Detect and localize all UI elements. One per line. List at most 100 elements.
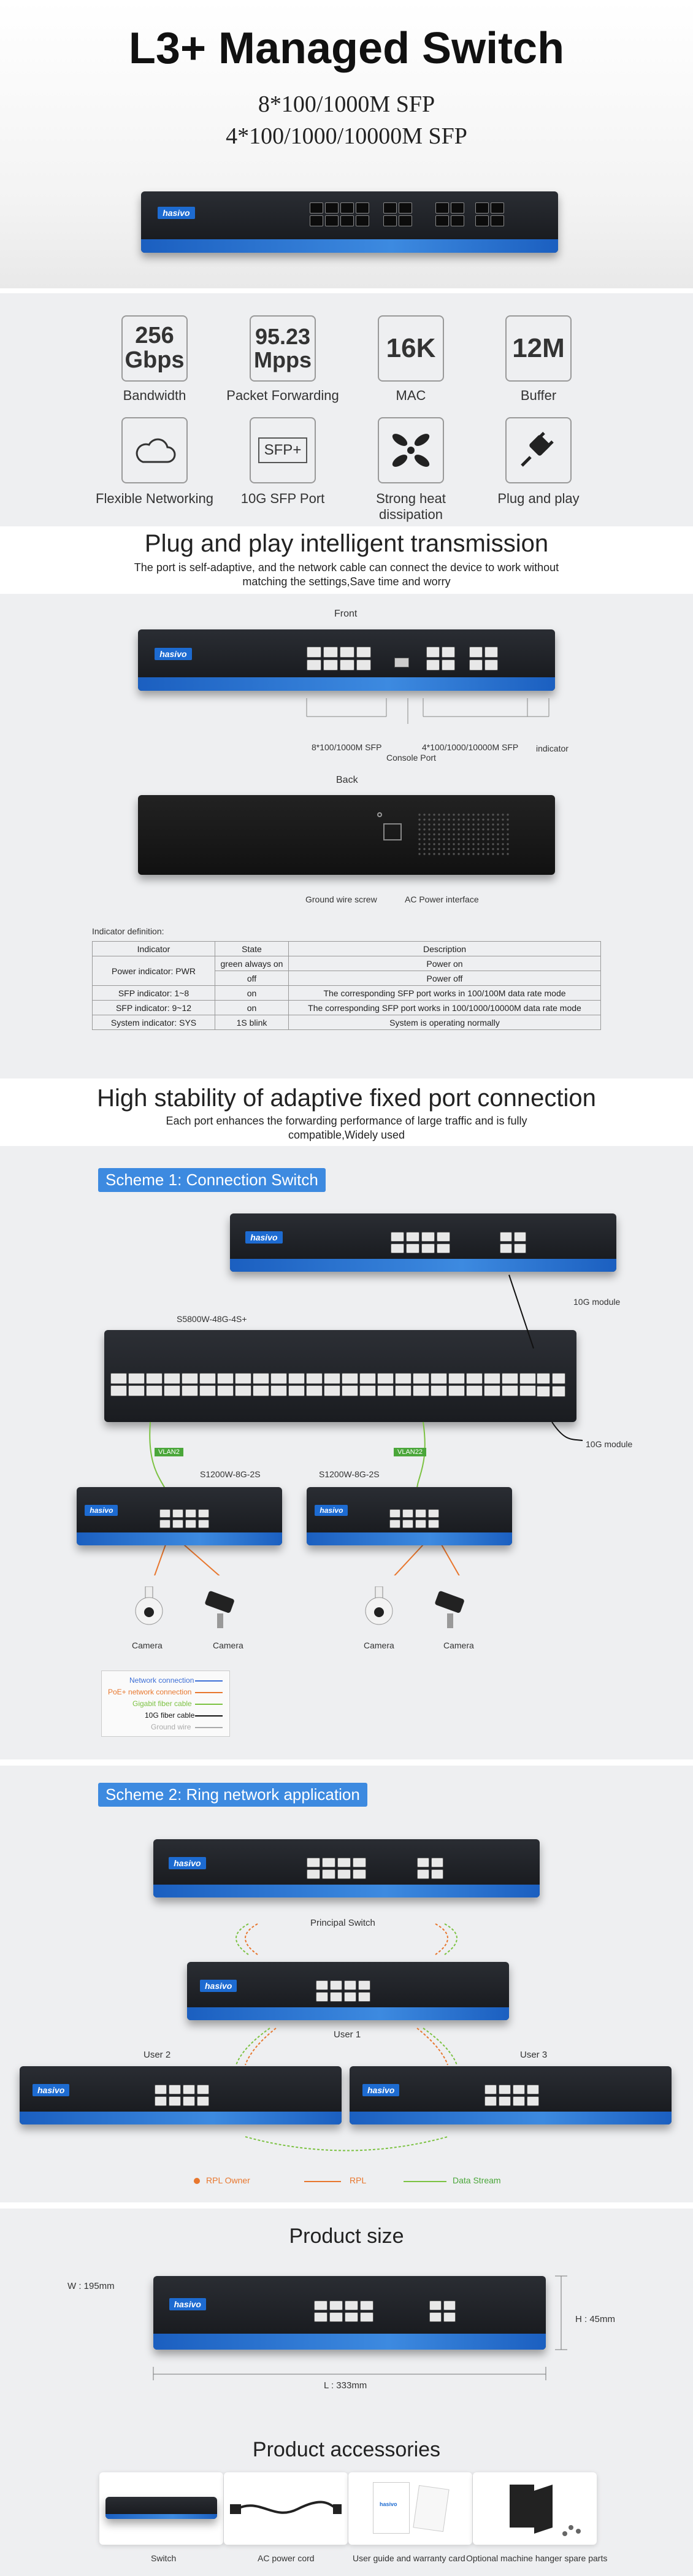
brand-logo: hasivo xyxy=(85,1504,118,1516)
section-title: High stability of adaptive fixed port co… xyxy=(97,1085,596,1112)
scheme1-label: Scheme 1: Connection Switch xyxy=(98,1168,326,1192)
legend-item: Gigabit fiber cable xyxy=(132,1699,192,1708)
table-header: Description xyxy=(288,941,601,956)
switch-core xyxy=(104,1330,576,1422)
table-header: Indicator xyxy=(92,941,215,956)
accessory-card xyxy=(99,2472,223,2545)
hero-line1: 8*100/1000M SFP xyxy=(258,91,435,117)
switch-size-image: hasivo xyxy=(153,2276,546,2350)
switch-user3: hasivo xyxy=(350,2066,672,2124)
switch-back-image xyxy=(138,795,555,875)
stability-title-section: High stability of adaptive fixed port co… xyxy=(0,1078,693,1146)
section-title: Plug and play intelligent transmission xyxy=(144,530,549,557)
camera-label: Camera xyxy=(132,1640,163,1650)
scheme2-label: Scheme 2: Ring network application xyxy=(98,1783,367,1807)
guide-icon: hasivo xyxy=(373,2482,410,2534)
accessory-card: hasivo xyxy=(348,2472,472,2545)
section-desc: The port is self-adaptive, and the netwo… xyxy=(134,561,559,588)
indicator-label: indicator xyxy=(536,744,569,753)
stat-buffer: 12M xyxy=(505,315,572,382)
switch-top: hasivo xyxy=(230,1213,616,1272)
bullet-camera-icon xyxy=(435,1591,464,1628)
legend-box: Network connection PoE+ network connecti… xyxy=(101,1671,230,1737)
scheme2-section: Scheme 2: Ring network application hasiv… xyxy=(0,1766,693,2202)
stat-label: Buffer xyxy=(520,388,557,403)
dome-camera-icon xyxy=(365,1586,393,1625)
legend-data-stream: Data Stream xyxy=(453,2175,501,2185)
height-label: H : 45mm xyxy=(575,2314,616,2324)
plug-title-section: Plug and play intelligent transmission T… xyxy=(0,526,693,594)
camera-label: Camera xyxy=(213,1640,243,1650)
ring-links xyxy=(235,1923,458,2151)
accessory-card xyxy=(224,2472,348,2545)
module-label: 10G module xyxy=(586,1439,633,1449)
stat-mac: 16K xyxy=(378,315,444,382)
dome-camera-icon xyxy=(135,1586,163,1625)
sfp8-label: 8*100/1000M SFP xyxy=(312,742,382,752)
section-title: Product size xyxy=(289,2224,404,2248)
legend-rpl-owner: RPL Owner xyxy=(206,2175,250,2185)
hero-title: L3+ Managed Switch xyxy=(128,24,565,73)
power-cord-icon xyxy=(230,2501,342,2514)
stat-label: Packet Forwarding xyxy=(226,388,339,403)
brand-logo: hasivo xyxy=(200,1979,237,1992)
size-section: Product size W : 195mm H : 45mm hasivo L… xyxy=(0,2209,693,2411)
scheme1-links xyxy=(149,1274,583,1575)
section-desc: Each port enhances the forwarding perfor… xyxy=(166,1115,527,1142)
hero-section: L3+ Managed Switch 8*100/1000M SFP 4*100… xyxy=(0,0,693,288)
switch-access-2: hasivo xyxy=(307,1487,512,1545)
legend-item: 10G fiber cable xyxy=(145,1711,195,1720)
table-header: State xyxy=(215,941,289,956)
sfp-icon: SFP+ xyxy=(250,417,316,483)
camera-label: Camera xyxy=(364,1640,394,1650)
switch-label: S1200W-8G-2S xyxy=(319,1469,380,1479)
brand-logo: hasivo xyxy=(245,1231,283,1244)
cloud-icon xyxy=(121,417,188,483)
accessory-label: Optional machine hanger spare parts xyxy=(466,2553,608,2563)
sfp4-label: 4*100/1000/10000M SFP xyxy=(422,742,519,752)
dimension-lines xyxy=(153,2275,567,2380)
brand-logo: hasivo xyxy=(158,207,195,219)
stat-bandwidth: 256 Gbps xyxy=(121,315,188,382)
hero-line2: 4*100/1000/10000M SFP xyxy=(226,123,467,149)
scheme1-section: Scheme 1: Connection Switch hasivo 10G m… xyxy=(0,1146,693,1759)
user-label: User 3 xyxy=(520,2050,548,2060)
feature-label: Strong heat dissipation xyxy=(376,491,446,522)
accessories-section: Product accessories hasivo Switch AC pow… xyxy=(0,2411,693,2576)
accessory-card xyxy=(473,2472,597,2545)
brand-logo: hasivo xyxy=(33,2083,70,2096)
ground-label: Ground wire screw xyxy=(305,894,377,904)
feature-label: Flexible Networking xyxy=(96,491,213,506)
length-label: L : 333mm xyxy=(324,2380,367,2391)
indicator-caption: Indicator definition: xyxy=(92,926,164,936)
camera-label: Camera xyxy=(443,1640,474,1650)
front-label: Front xyxy=(334,609,358,619)
module-label: 10G module xyxy=(573,1297,621,1307)
vlan-badge: VLAN2 xyxy=(155,1448,183,1456)
switch-user1: hasivo xyxy=(187,1962,509,2020)
stat-label: Bandwidth xyxy=(123,388,186,403)
legend-item: Ground wire xyxy=(151,1723,191,1731)
section-title: Product accessories xyxy=(252,2438,441,2461)
switch-principal: hasivo xyxy=(153,1839,540,1897)
feature-label: 10G SFP Port xyxy=(240,491,325,506)
brand-logo: hasivo xyxy=(169,1856,206,1869)
legend-rpl: RPL xyxy=(350,2175,367,2185)
legend-item: PoE+ network connection xyxy=(108,1688,192,1696)
accessory-label: Switch xyxy=(151,2553,177,2563)
switch-access-1: hasivo xyxy=(77,1487,282,1545)
plug-icon xyxy=(505,417,572,483)
switch-front-image: hasivo xyxy=(138,629,555,691)
brand-logo: hasivo xyxy=(155,648,192,660)
stat-forwarding: 95.23 Mpps xyxy=(250,315,316,382)
brand-logo: hasivo xyxy=(362,2083,400,2096)
rpl-owner-dot xyxy=(194,2178,200,2184)
accessory-label: AC power cord xyxy=(258,2553,315,2563)
switch-label: S1200W-8G-2S xyxy=(200,1469,261,1479)
